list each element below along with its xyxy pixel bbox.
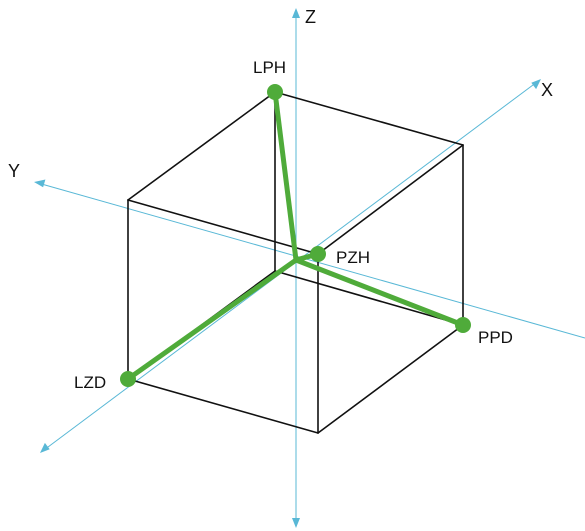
y-axis-label: Y [8, 161, 20, 181]
point-ppd [455, 317, 471, 333]
x-axis-arrowhead-end [531, 79, 541, 90]
vector-to-lph [272, 89, 299, 263]
x-axis-arrowhead-start [40, 442, 50, 453]
vector-to-ppd [293, 257, 466, 328]
cube-edge-bottom-front-left [127, 378, 319, 434]
cube-edge-back-bottom-right [274, 270, 464, 326]
label-lzd: LZD [74, 373, 106, 392]
cube-edge-bottom-front-right [317, 324, 464, 434]
points-group [120, 84, 471, 387]
label-lph: LPH [253, 58, 286, 77]
y-axis-arrowhead [34, 179, 46, 188]
point-pzh [310, 246, 326, 262]
cube-edge-top-front-right [317, 144, 464, 255]
z-axis-label: Z [305, 7, 316, 27]
cube-edge-top-left [127, 91, 276, 201]
point-lph [267, 84, 283, 100]
z-axis-arrowhead-bottom [292, 518, 300, 528]
label-pzh: PZH [336, 248, 370, 267]
z-axis-arrowhead-top [292, 8, 300, 18]
point-lzd [120, 371, 136, 387]
x-axis-label: X [541, 80, 553, 100]
cube-edge-top-right [274, 91, 464, 146]
cube-edge-top-front-left [127, 199, 319, 255]
y-axis-line [37, 182, 585, 339]
axes-group [34, 8, 585, 528]
vectors-group [125, 89, 466, 382]
label-ppd: PPD [478, 328, 513, 347]
vector-to-lzd [125, 257, 299, 382]
